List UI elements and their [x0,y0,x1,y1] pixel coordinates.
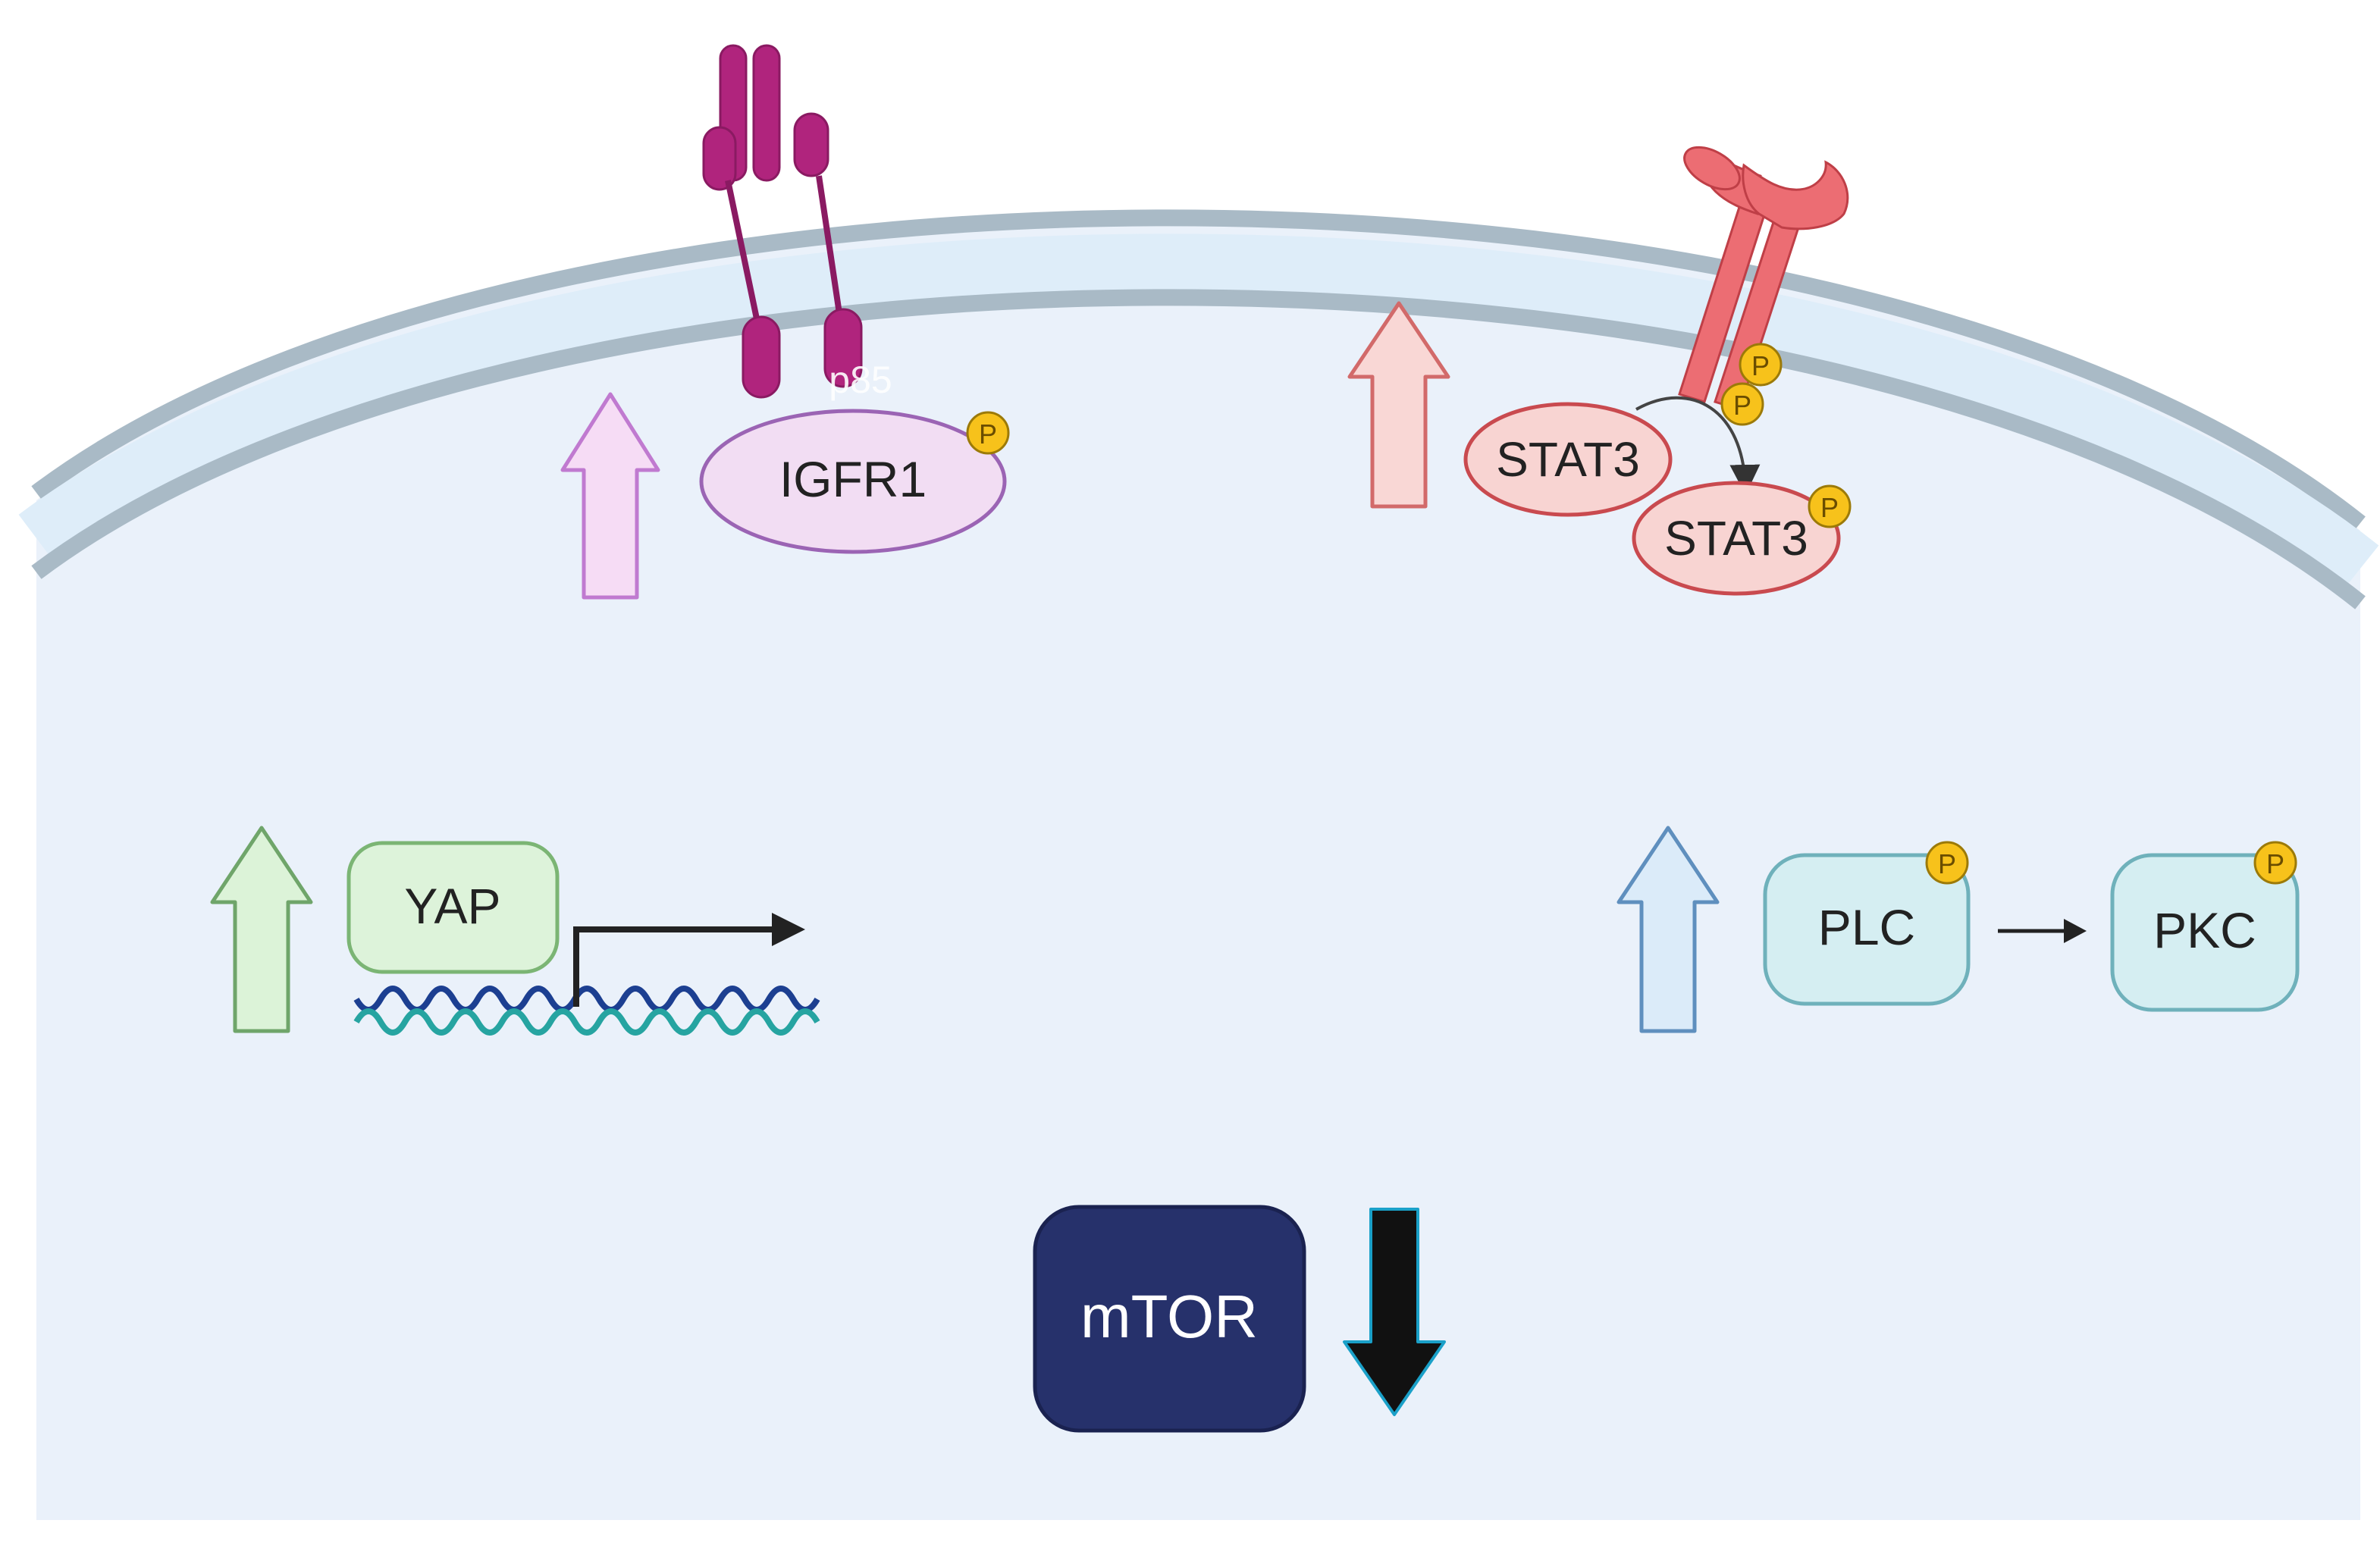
stat3-node: STAT3 [1463,402,1673,517]
yap-label: YAP [404,878,500,934]
igfr1-label: IGFR1 [779,451,927,507]
phospho-stat3-badge-label: P [1820,492,1839,523]
stat3-receptor-phospho-badge-1: P [1739,343,1783,387]
phospho-stat3-label: STAT3 [1664,511,1808,566]
igfr1-up-arrow-icon [560,392,660,600]
stat3-receptor-phospho-label-2: P [1733,390,1751,421]
plc-node: PLC [1763,853,1971,1006]
yap-node: YAP [346,841,560,974]
phospho-stat3-badge: P [1808,484,1852,528]
cytokine-receptor-icon [1678,146,1849,411]
igfr1-phospho-label: P [979,418,997,450]
plc-label: PLC [1818,899,1915,955]
stat3-up-arrow-icon [1347,301,1450,509]
stat3-receptor-phospho-badge-2: P [1720,382,1764,426]
pkc-phospho-label: P [2266,848,2284,879]
igfr1-phospho-badge: P [966,411,1010,455]
plc-phospho-label: P [1938,848,1956,879]
mtor-down-arrow-icon [1343,1208,1446,1416]
stat3-label: STAT3 [1496,432,1640,487]
igfr1-node: IGFR1 [699,409,1007,554]
igf1r-receptor-icon [702,44,863,399]
mtor-node: mTOR [1033,1205,1306,1433]
plc-phospho-badge: P [1925,841,1969,885]
pkc-node: PKC [2110,853,2300,1012]
transcription-start-arrow-icon [573,926,789,1007]
cell-membrane-inner-layer [31,289,2366,610]
phospho-stat3-node: STAT3 [1632,481,1841,596]
plc-up-arrow-icon [1616,826,1720,1033]
pkc-label: PKC [2153,902,2256,958]
transcription-arrowhead-icon [772,913,805,946]
cell-membrane-outer-layer [31,209,2366,530]
pkc-phospho-badge: P [2253,841,2297,885]
p85-label: p85 [829,359,892,401]
cell-membrane-middle-layer [18,233,2379,592]
dna-helix-icon [353,986,820,1036]
phosphorylation-arrow [1635,396,1761,495]
mtor-label: mTOR [1080,1283,1258,1350]
stat3-receptor-phospho-label-1: P [1751,350,1770,381]
plc-to-pkc-arrowhead-icon [2064,919,2087,943]
yap-up-arrow-icon [210,826,313,1033]
